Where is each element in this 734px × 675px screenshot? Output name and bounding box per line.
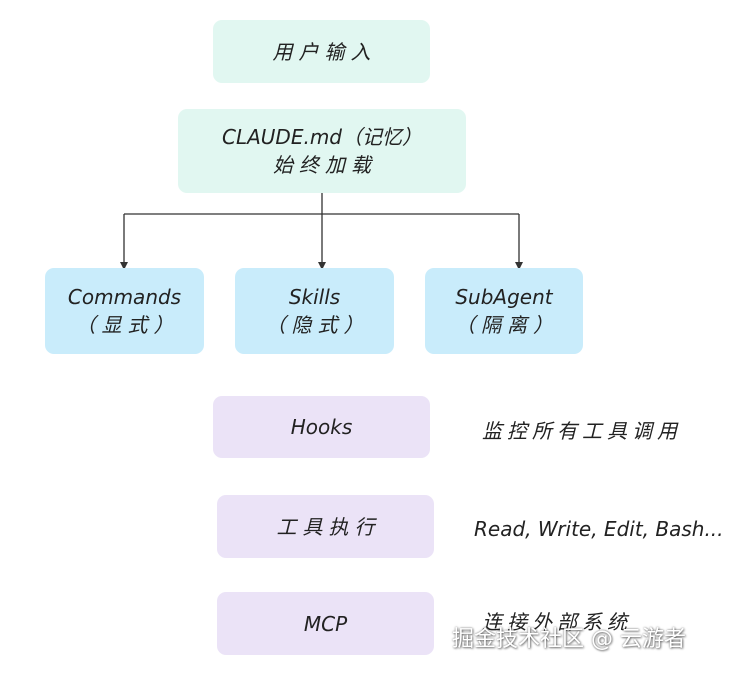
annotation-mcp: 连接外部系统 xyxy=(482,610,632,634)
node-tool-execution-label: 工具执行 xyxy=(276,514,381,539)
node-subagent-line1: SubAgent xyxy=(455,285,553,309)
node-tool-execution: 工具执行 xyxy=(217,495,434,558)
node-mcp-label: MCP xyxy=(303,611,348,636)
node-commands: Commands （显式） xyxy=(45,268,204,354)
node-claude-md-line1: CLAUDE.md（记忆） xyxy=(222,125,422,149)
node-claude-md: CLAUDE.md（记忆） 始终加载 xyxy=(178,109,466,193)
annotation-hooks: 监控所有工具调用 xyxy=(482,419,682,443)
watermark: 掘金技术社区 @ 云游者 xyxy=(452,627,686,652)
node-commands-line2: （显式） xyxy=(75,313,180,337)
node-claude-md-line2: 始终加载 xyxy=(273,153,377,177)
node-skills: Skills （隐式） xyxy=(235,268,394,354)
node-user-input-label: 用户输入 xyxy=(272,39,377,64)
node-user-input: 用户输入 xyxy=(213,20,430,83)
node-subagent-line2: （隔离） xyxy=(455,313,559,337)
node-skills-line1: Skills xyxy=(288,285,341,309)
node-skills-line2: （隐式） xyxy=(265,313,370,337)
node-commands-line1: Commands xyxy=(67,285,182,309)
node-mcp: MCP xyxy=(217,592,434,655)
node-hooks: Hooks xyxy=(213,396,430,458)
node-subagent: SubAgent （隔离） xyxy=(425,268,583,354)
annotation-tool-execution: Read, Write, Edit, Bash... xyxy=(474,517,724,541)
node-hooks-label: Hooks xyxy=(290,415,353,439)
